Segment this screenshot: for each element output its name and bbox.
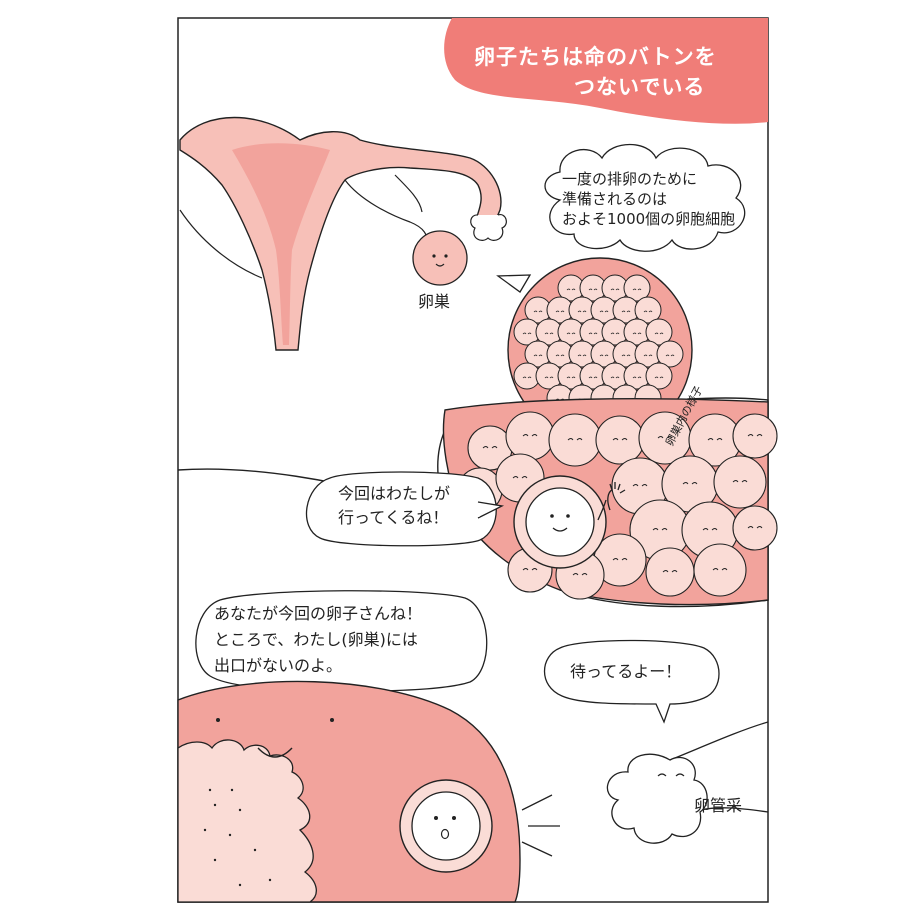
label-ovary: 卵巣 (418, 292, 451, 311)
ovary-speech-line-2: ところで、わたし(卵巣)には (214, 630, 418, 649)
follicle-face (544, 332, 554, 335)
ovary-follicle-face (682, 482, 698, 485)
egg-speech-bubble-shape (305, 471, 505, 547)
ovary-follicle-face (747, 526, 763, 529)
follicle-face (621, 310, 631, 313)
tube-speech-text: 待ってるよー！ (570, 662, 682, 681)
follicle-face (577, 310, 587, 313)
ovary-follicle-face (522, 434, 538, 437)
ovary-follicle-face (612, 438, 628, 441)
title-line-2: つないでいる (574, 75, 706, 99)
ovary-follicle-face (657, 436, 673, 439)
follicle-face (654, 376, 664, 379)
ovary-follicle-face (522, 568, 538, 571)
ovary-follicle-face (747, 434, 763, 437)
egg-character-bottom (399, 779, 493, 873)
ovary-follicle (548, 413, 602, 467)
ovary-follicle-face (567, 438, 583, 441)
ovary-interior-view (496, 257, 693, 443)
thought-bubble-line-1: 一度の排卵のために (562, 170, 698, 188)
ovary-character-small (412, 230, 468, 286)
ovary-follicle (505, 411, 555, 461)
motion-lines (521, 794, 560, 857)
title-banner (444, 18, 768, 124)
follicle-cell (634, 296, 662, 324)
thought-bubble-line-3: およそ1000個の卵胞細胞 (562, 210, 736, 228)
ovary-follicle (713, 455, 767, 509)
ovary-follicle-face (652, 528, 668, 531)
follicle-face (610, 288, 620, 291)
follicle-face (632, 376, 642, 379)
follicle-face (544, 376, 554, 379)
follicle-face (588, 376, 598, 379)
follicle-face (533, 354, 543, 357)
follicle-cell (645, 362, 673, 390)
egg-speech-line-1: 今回はわたしが (338, 484, 451, 503)
egg-character (513, 475, 626, 569)
follicle-face (643, 310, 653, 313)
follicle-face (632, 332, 642, 335)
follicle-face (599, 354, 609, 357)
follicle-face (577, 354, 587, 357)
ovary-follicle-face (712, 568, 728, 571)
title-line-1: 卵子たちは命のバトンを (474, 45, 717, 69)
ovary-follicle (732, 505, 778, 551)
ovary-follicle (595, 415, 645, 465)
egg-speech-line-2: 行ってくるね！ (338, 508, 449, 527)
thought-cloud-bubble (544, 144, 746, 252)
follicle-face (665, 354, 675, 357)
ovary-speech-line-3: 出口がないのよ。 (214, 656, 343, 675)
follicle-face (654, 332, 664, 335)
ovary-follicle-face (512, 476, 528, 479)
follicle-face (555, 310, 565, 313)
follicle-face (566, 376, 576, 379)
follicle-face (632, 288, 642, 291)
ovary-follicle-face (632, 484, 648, 487)
ovary-follicles (457, 411, 778, 600)
ovary-follicle-face (732, 480, 748, 483)
follicle-face (533, 310, 543, 313)
follicle-face (588, 288, 598, 291)
follicle-cell (623, 274, 651, 302)
ovary-follicle-face (662, 570, 678, 573)
ovary-follicle (693, 543, 747, 597)
ovary-follicle-face (707, 438, 723, 441)
follicle-face (621, 354, 631, 357)
follicle-face (610, 376, 620, 379)
follicle-face (555, 354, 565, 357)
ovary-speech-line-1: あなたが今回の卵子さんね！ (214, 604, 423, 623)
follicle-face (522, 376, 532, 379)
tube-speech-bubble-shape (544, 639, 720, 724)
follicle-cells (513, 274, 684, 434)
ovary-follicle-face (702, 528, 718, 531)
ovary-follicle (645, 547, 695, 597)
ovary-follicle (732, 413, 778, 459)
label-fallopian-fimbria: 卵管采 (694, 796, 743, 815)
follicle-face (610, 332, 620, 335)
ovary-follicle-face (482, 446, 498, 449)
follicle-face (643, 354, 653, 357)
fimbria-character (606, 721, 769, 844)
follicle-face (566, 332, 576, 335)
follicle-cell (656, 340, 684, 368)
follicle-face (522, 332, 532, 335)
ovary-follicle-face (572, 573, 588, 576)
follicle-face (588, 332, 598, 335)
follicle-cell (645, 318, 673, 346)
ovary-follicle-face (612, 558, 628, 561)
follicle-face (599, 310, 609, 313)
follicle-face (566, 288, 576, 291)
thought-bubble-line-2: 準備されるのは (562, 190, 668, 208)
